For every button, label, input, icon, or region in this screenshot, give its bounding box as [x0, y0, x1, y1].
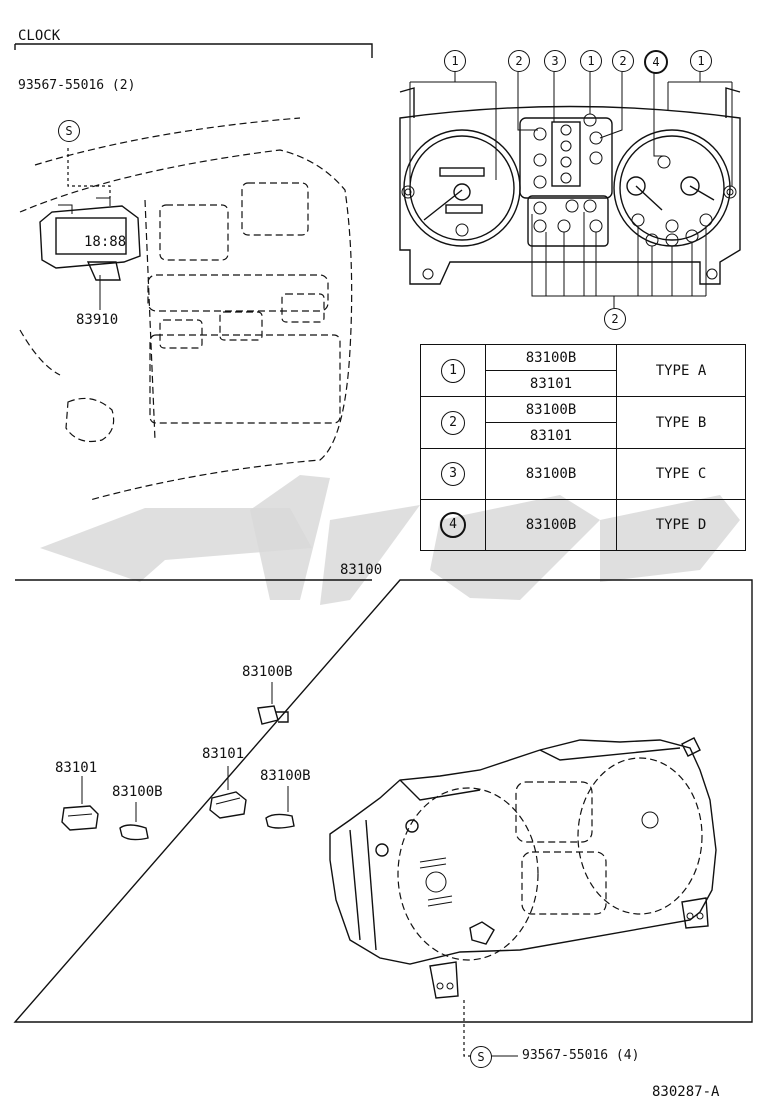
variant-d-type: TYPE D — [616, 499, 746, 551]
clock-screw-symbol-icon: S — [58, 120, 80, 142]
variant-circle-2: 2 — [441, 410, 465, 435]
label-bulb-top: 83100B — [242, 664, 293, 680]
assembly-screw-symbol-icon: S — [470, 1046, 492, 1068]
bulb-83100b-mid-icon — [265, 813, 295, 829]
clock-display-digits: 18:88 — [84, 234, 126, 250]
label-socket-mid: 83101 — [202, 746, 245, 762]
variant-b-part-2: 83101 — [485, 422, 617, 449]
variant-a-type: TYPE A — [616, 344, 746, 397]
variant-a-part-1: 83100B — [485, 344, 617, 371]
label-bulb-mid: 83100B — [260, 768, 311, 784]
variant-a-part-2: 83101 — [485, 370, 617, 397]
tach-detail — [613, 129, 731, 247]
variant-c-type: TYPE C — [616, 448, 746, 500]
figure-code: 830287-A — [652, 1084, 720, 1100]
variant-row-a: 1 83100B TYPE A — [420, 344, 746, 397]
variant-circle-1: 1 — [441, 358, 465, 383]
cluster-detail-outline — [399, 87, 741, 118]
socket-83101-mid-icon — [209, 791, 247, 819]
variant-circle-4: 4 — [440, 512, 466, 538]
variant-circle-3: 3 — [441, 462, 465, 486]
assembly-screw-part-number: 93567-55016 (4) — [522, 1048, 640, 1063]
detail-callout-2a: 2 — [508, 50, 530, 72]
label-bulb-left: 83100B — [112, 784, 163, 800]
assembly-frame — [13, 579, 753, 1023]
variant-b-type: TYPE B — [616, 396, 746, 449]
detail-callout-1a: 1 — [444, 50, 466, 72]
variant-table: 1 83100B TYPE A 83101 2 83100B TYPE B 83… — [420, 344, 746, 551]
clock-unit — [39, 205, 141, 269]
detail-callout-1b: 1 — [580, 50, 602, 72]
speedometer-detail — [403, 129, 521, 247]
variant-d-part: 83100B — [485, 499, 617, 551]
variant-b-part-1: 83100B — [485, 396, 617, 423]
clock-section-title: CLOCK — [18, 28, 61, 44]
variant-row-c: 3 83100B TYPE C — [420, 448, 746, 500]
variant-c-part: 83100B — [485, 448, 617, 500]
vent-left — [159, 204, 229, 261]
vent-right — [241, 182, 309, 236]
variant-row-d: 4 83100B TYPE D — [420, 499, 746, 551]
bulb-83100b-left-icon — [119, 824, 149, 841]
detail-callout-2c: 2 — [604, 308, 626, 330]
detail-callout-4: 4 — [644, 50, 668, 74]
clock-screw-part-number: 93567-55016 (2) — [18, 78, 136, 93]
clock-part-number: 83910 — [76, 312, 119, 328]
dash-outline — [34, 117, 301, 166]
clock-section-bracket — [15, 43, 373, 58]
label-socket-left: 83101 — [55, 760, 98, 776]
detail-callout-1c: 1 — [690, 50, 712, 72]
detail-callout-3: 3 — [544, 50, 566, 72]
bulb-83100b-top-icon — [257, 705, 289, 725]
cluster-assembly — [329, 737, 717, 999]
assembly-part-number: 83100 — [340, 562, 383, 578]
detail-callout-2b: 2 — [612, 50, 634, 72]
variant-row-b: 2 83100B TYPE B — [420, 396, 746, 449]
socket-83101-left-icon — [61, 805, 99, 831]
